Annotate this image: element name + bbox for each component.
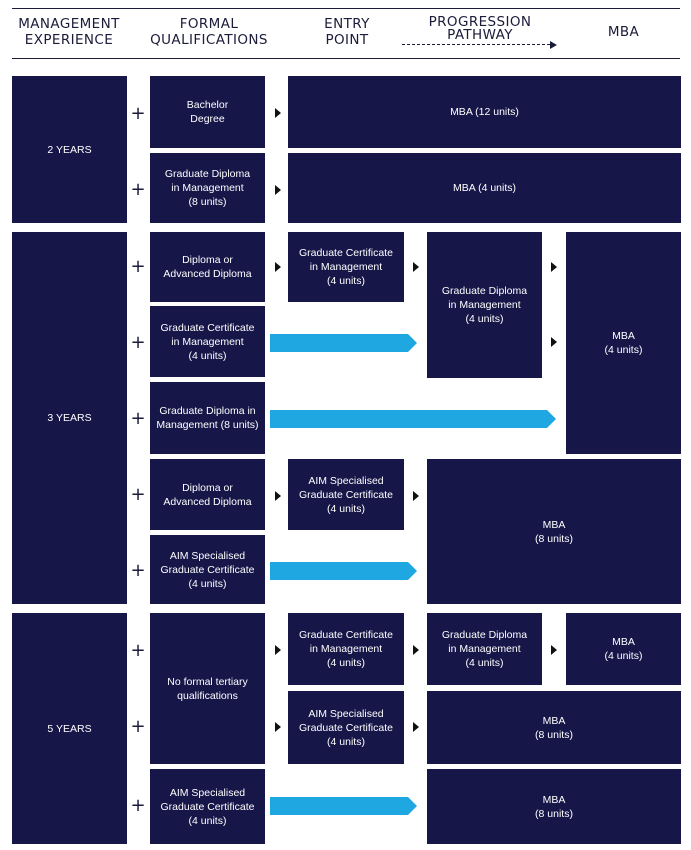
plus-icon: + — [130, 560, 146, 581]
experience-3-years: 3 YEARS — [12, 232, 127, 604]
entry-graduate-certificate: Graduate Certificate in Management (4 un… — [288, 613, 404, 685]
mba-8-units: MBA (8 units) — [427, 691, 681, 764]
plus-icon: + — [130, 795, 146, 816]
entry-aim-specialised-certificate: AIM Specialised Graduate Certificate (4 … — [288, 691, 404, 764]
entry-aim-specialised-certificate: AIM Specialised Graduate Certificate (4 … — [288, 459, 404, 530]
header-top-rule — [12, 8, 680, 9]
qualification-aim-specialised-certificate: AIM Specialised Graduate Certificate (4 … — [150, 535, 265, 604]
mba-8-units: MBA (8 units) — [427, 459, 681, 604]
mba-4-units: MBA (4 units) — [566, 613, 681, 685]
arrow-right-icon — [413, 645, 419, 655]
header-bottom-rule — [12, 58, 680, 59]
progression-arrowhead-icon — [550, 41, 557, 49]
arrow-right-icon — [275, 262, 281, 272]
plus-icon: + — [130, 484, 146, 505]
mba-12-units: MBA (12 units) — [288, 76, 681, 148]
qualification-no-formal-tertiary: No formal tertiary qualifications — [150, 613, 265, 764]
header-formal-qualifications: FORMAL QUALIFICATIONS — [150, 16, 268, 48]
arrow-right-icon — [275, 645, 281, 655]
arrow-right-icon — [413, 722, 419, 732]
progression-graduate-diploma: Graduate Diploma in Management (4 units) — [427, 613, 542, 685]
blue-arrow — [270, 410, 556, 428]
arrow-right-icon — [551, 645, 557, 655]
plus-icon: + — [130, 640, 146, 661]
plus-icon: + — [130, 256, 146, 277]
blue-arrow — [270, 334, 417, 352]
progression-graduate-diploma: Graduate Diploma in Management (4 units) — [427, 232, 542, 378]
header-management-experience: MANAGEMENT EXPERIENCE — [18, 16, 120, 48]
mba-4-units: MBA (4 units) — [566, 232, 681, 454]
arrow-right-icon — [275, 185, 281, 195]
header-entry-point: ENTRY POINT — [324, 16, 370, 48]
qualification-graduate-diploma-8-units: Graduate Diploma in Management (8 units) — [150, 382, 265, 454]
plus-icon: + — [130, 408, 146, 429]
qualification-diploma-or-advanced-diploma: Diploma or Advanced Diploma — [150, 232, 265, 302]
qualification-bachelor-degree: Bachelor Degree — [150, 76, 265, 148]
arrow-right-icon — [551, 262, 557, 272]
arrow-right-icon — [275, 491, 281, 501]
qualification-diploma-or-advanced-diploma: Diploma or Advanced Diploma — [150, 459, 265, 530]
plus-icon: + — [130, 716, 146, 737]
experience-2-years: 2 YEARS — [12, 76, 127, 223]
entry-graduate-certificate: Graduate Certificate in Management (4 un… — [288, 232, 404, 302]
plus-icon: + — [130, 103, 146, 124]
qualification-graduate-diploma-8-units: Graduate Diploma in Management (8 units) — [150, 153, 265, 223]
mba-4-units: MBA (4 units) — [288, 153, 681, 223]
blue-arrow — [270, 797, 417, 815]
header-progression-pathway: PROGRESSION PATHWAY — [428, 14, 532, 43]
qualification-graduate-certificate-4-units: Graduate Certificate in Management (4 un… — [150, 306, 265, 377]
blue-arrow — [270, 562, 417, 580]
qualification-aim-specialised-certificate: AIM Specialised Graduate Certificate (4 … — [150, 769, 265, 844]
header-mba: MBA — [607, 24, 640, 40]
arrow-right-icon — [275, 108, 281, 118]
arrow-right-icon — [275, 722, 281, 732]
arrow-right-icon — [413, 262, 419, 272]
plus-icon: + — [130, 179, 146, 200]
plus-icon: + — [130, 332, 146, 353]
mba-8-units: MBA (8 units) — [427, 769, 681, 844]
arrow-right-icon — [413, 491, 419, 501]
progression-dashed-line — [402, 44, 550, 45]
experience-5-years: 5 YEARS — [12, 613, 127, 844]
arrow-right-icon — [551, 337, 557, 347]
